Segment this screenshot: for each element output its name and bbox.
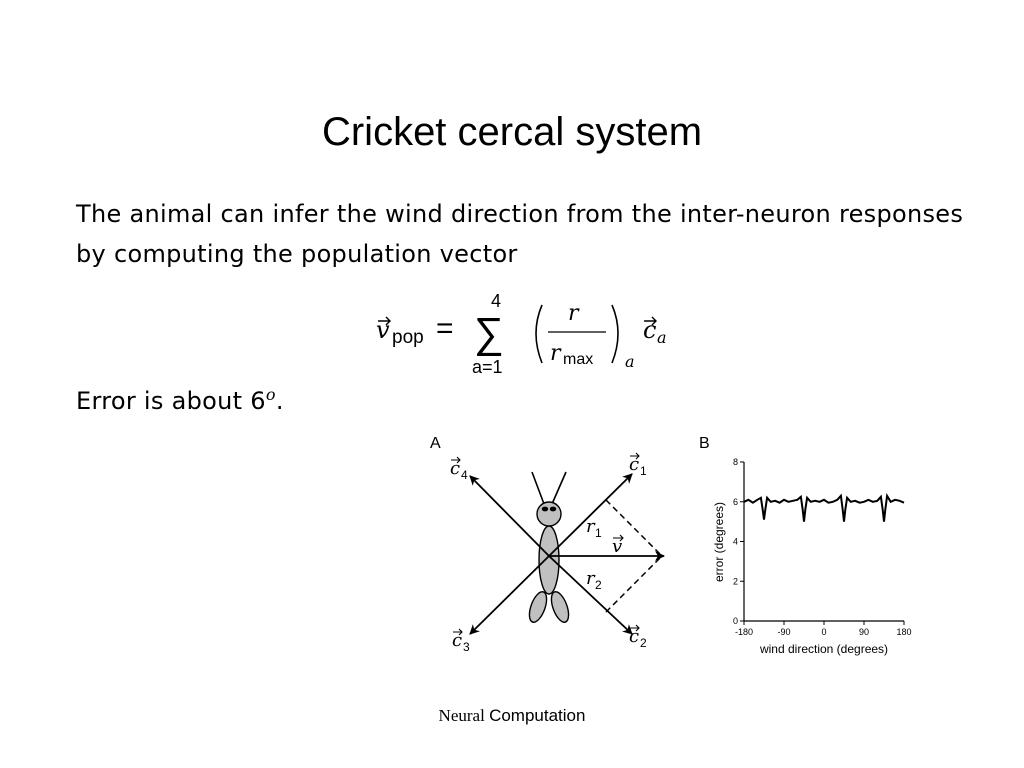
projection-dash-2 [605, 555, 663, 613]
tick-group: 0 2 4 6 8 -180 -90 0 90 180 [733, 457, 912, 637]
footer: Neural Computation [0, 706, 1024, 726]
label-c2-sub: 2 [640, 636, 647, 650]
label-r1: r [586, 516, 596, 537]
arrow-c3 [469, 555, 550, 635]
label-c1-sub: 1 [640, 464, 647, 478]
y-tick-label: 2 [733, 576, 738, 586]
cricket-eye-left [541, 506, 549, 512]
eq-denominator-sub: max [563, 351, 593, 368]
x-tick-label: 180 [896, 627, 911, 637]
arrow-c4 [469, 475, 550, 557]
eq-paren-sub: a [625, 352, 635, 371]
cricket-body [538, 525, 560, 595]
panel-a-label: A [430, 435, 441, 452]
label-c4: c [450, 458, 460, 479]
eq-denominator-var: r [550, 341, 562, 366]
y-axis-label: error (degrees) [712, 502, 726, 582]
label-c4-arrow [451, 456, 461, 464]
error-end: . [275, 387, 284, 415]
label-c2-arrow [630, 624, 640, 632]
arrow-c1 [548, 473, 633, 557]
antenna-left [531, 471, 545, 505]
eq-rhs-sub: a [657, 328, 667, 347]
body-paragraph: The animal can infer the wind direction … [76, 200, 964, 268]
y-tick-label: 8 [733, 457, 738, 467]
label-c1-arrow [630, 452, 640, 460]
slide-title: Cricket cercal system [321, 110, 703, 154]
cricket-eye-right [549, 506, 557, 512]
figure-a-cricket-diagram: A c 1 c 2 c 3 c 4 r 1 [430, 435, 665, 654]
y-tick-label: 6 [733, 497, 738, 507]
population-vector-equation: v pop = 4 ∑ a=1 r r max a c a [376, 291, 667, 377]
antenna-right [551, 471, 567, 505]
panel-b-label: B [699, 435, 710, 452]
label-v-arrow [613, 534, 624, 542]
footer-computation: Computation [489, 706, 586, 725]
x-axis-label: wind direction (degrees) [759, 642, 888, 656]
label-c4-sub: 4 [461, 468, 468, 482]
x-tick-label: -90 [777, 627, 790, 637]
error-series-line [743, 492, 905, 522]
y-tick-label: 4 [733, 537, 738, 547]
arrow-c2 [548, 555, 633, 635]
eq-lhs-var: v [376, 316, 390, 344]
eq-equals: = [436, 312, 454, 345]
label-c1: c [629, 454, 639, 475]
eq-numerator: r [568, 301, 580, 326]
figure-b-error-chart: B 0 2 4 6 8 -180 -90 0 90 180 wind direction (deg… [699, 435, 912, 656]
label-c3-sub: 3 [463, 640, 470, 654]
label-v: v [612, 536, 622, 557]
cercus-right [550, 591, 570, 623]
cricket-head [536, 501, 562, 527]
projection-dash-1 [605, 499, 663, 557]
eq-left-paren [535, 304, 543, 364]
x-tick-label: -180 [735, 627, 753, 637]
eq-sum-symbol: ∑ [474, 309, 504, 356]
label-r1-sub: 1 [595, 526, 602, 540]
eq-lhs-sub: pop [392, 327, 424, 348]
eq-lhs-arrow [378, 316, 391, 326]
error-text: Error is about 6 [76, 387, 266, 415]
x-tick-label: 0 [821, 627, 826, 637]
error-degree-sup: o [265, 385, 276, 404]
label-r2-sub: 2 [595, 578, 602, 592]
label-c3-arrow [453, 628, 463, 636]
eq-right-paren [611, 304, 619, 364]
footer-neural: Neural [438, 706, 485, 725]
y-tick-label: 0 [733, 616, 738, 626]
label-r2: r [586, 568, 596, 589]
label-c3: c [452, 630, 462, 651]
eq-sum-upper: 4 [491, 291, 501, 311]
error-statement: Error is about 6o. [76, 385, 284, 415]
cercus-left [528, 591, 548, 623]
x-tick-label: 90 [859, 627, 869, 637]
eq-rhs-arrow [644, 316, 657, 326]
label-c2: c [629, 626, 639, 647]
eq-sum-lower: a=1 [472, 357, 503, 377]
